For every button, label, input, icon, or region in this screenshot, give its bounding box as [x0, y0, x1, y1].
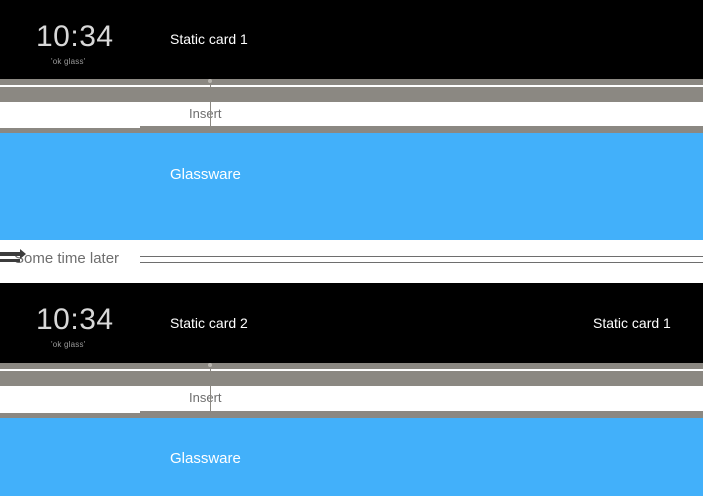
insert-tick-dot-after: [208, 363, 212, 367]
timeline-band-seg-a-before: [0, 128, 140, 133]
some-time-later-row: Some time later: [0, 240, 703, 282]
timeline-band-upper-after: [0, 363, 703, 369]
clock-time-after: 10:34: [36, 303, 114, 336]
timeline-band-seg-b-before: [140, 126, 703, 133]
glassware-card-before[interactable]: Glassware: [0, 133, 703, 240]
glass-home-card-after[interactable]: 10:34 'ok glass' Static card 2 Static ca…: [0, 283, 703, 363]
static-card-1-label-after: Static card 1: [593, 315, 671, 331]
timeline-band-seg-a-after: [0, 413, 140, 418]
some-time-later-label: Some time later: [14, 250, 120, 267]
hotword-label-after: 'ok glass': [51, 340, 86, 349]
static-card-1-label-before: Static card 1: [170, 31, 248, 47]
timeline-gap-right-before: [211, 85, 703, 87]
insert-label-before: Insert: [189, 106, 222, 121]
clock-time: 10:34: [36, 20, 114, 53]
some-time-later-rule-bottom: [140, 262, 703, 263]
insert-row-before: Insert: [0, 102, 703, 128]
insert-tick-dot-before: [208, 79, 212, 83]
timeline-band-lower-before: [0, 87, 703, 102]
static-card-2-label-after: Static card 2: [170, 315, 248, 331]
glass-home-card-before[interactable]: 10:34 'ok glass' Static card 1: [0, 0, 703, 79]
hotword-label: 'ok glass': [51, 57, 86, 66]
some-time-later-rule-spacer: [140, 250, 703, 251]
some-time-later-rule-top: [140, 256, 703, 257]
insert-row-after: Insert: [0, 386, 703, 411]
timeline-band-seg-b-after: [140, 411, 703, 418]
timeline-gap-right-after: [211, 369, 703, 371]
insert-tick-line-before: [210, 80, 211, 128]
insert-label-after: Insert: [189, 390, 222, 405]
timeline-gap-left-before: [0, 85, 210, 87]
timeline-gap-left-after: [0, 369, 210, 371]
arrow-right-icon: [0, 249, 26, 262]
glassware-label-before: Glassware: [170, 166, 241, 183]
glassware-label-after: Glassware: [170, 450, 241, 467]
insert-tick-line-after: [210, 364, 211, 412]
timeline-band-lower-after: [0, 371, 703, 386]
glassware-card-after[interactable]: Glassware: [0, 418, 703, 496]
timeline-band-upper-before: [0, 79, 703, 85]
